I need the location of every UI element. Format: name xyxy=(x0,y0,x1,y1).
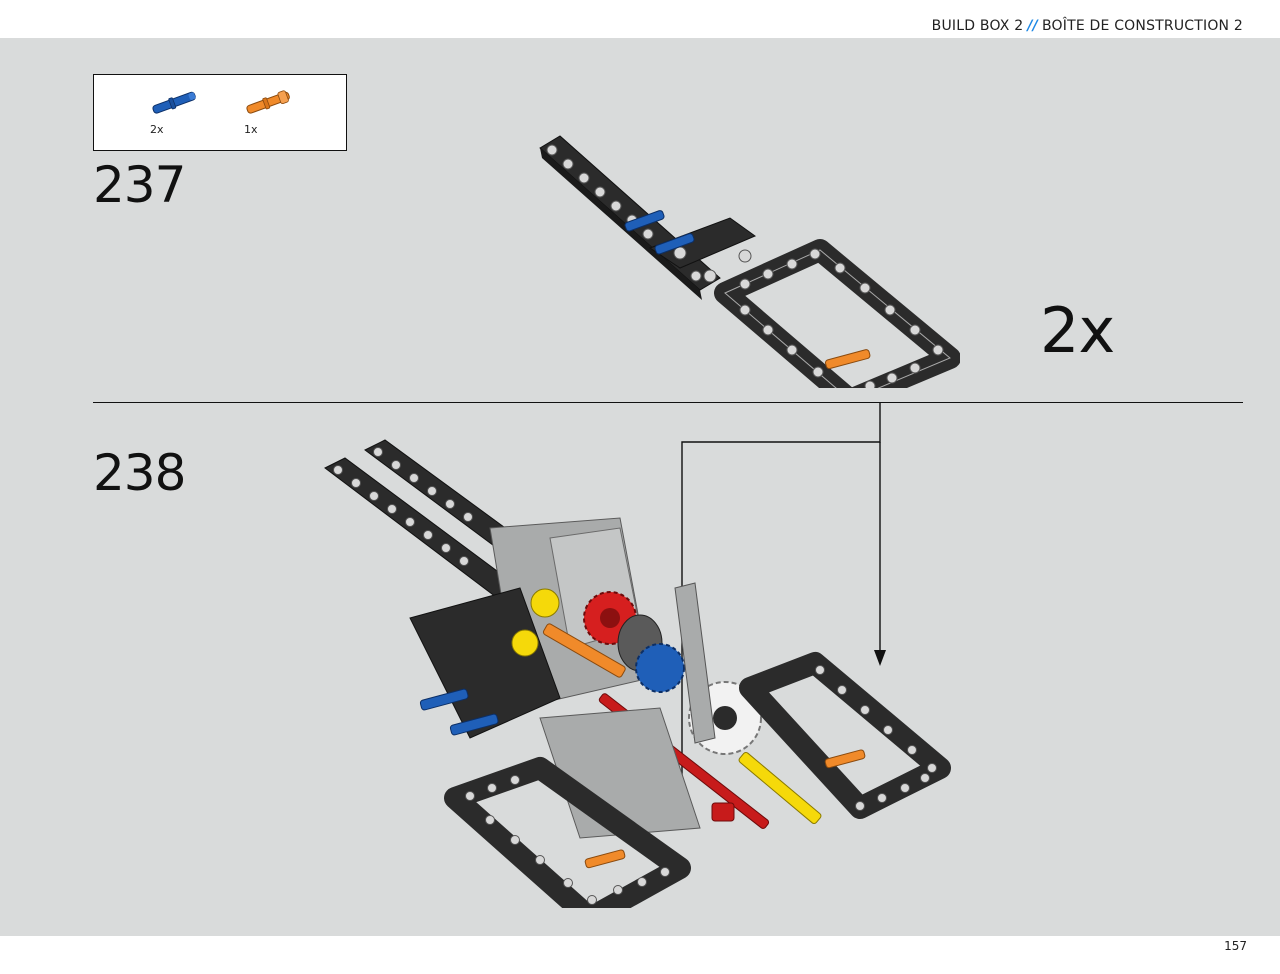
instruction-canvas: 2x 1x 237 xyxy=(0,38,1280,936)
blue-pin-icon xyxy=(152,91,196,114)
step-divider xyxy=(93,402,1243,404)
parts-list-box: 2x 1x xyxy=(93,74,347,151)
step-238-model-illustration xyxy=(324,439,951,908)
step-237-multiplier: 2x xyxy=(1040,294,1115,367)
step-237-model-illustration xyxy=(539,135,960,388)
page-number: 157 xyxy=(1224,939,1247,953)
part-qty: 1x xyxy=(244,123,258,136)
part-orange-pin: 1x xyxy=(240,87,310,137)
header-separator: // xyxy=(1027,18,1038,34)
part-qty: 2x xyxy=(150,123,164,136)
header-title: BUILD BOX 2//BOÎTE DE CONSTRUCTION 2 xyxy=(932,18,1243,34)
orange-pin-icon xyxy=(246,90,290,114)
header-title-fr: BOÎTE DE CONSTRUCTION 2 xyxy=(1041,18,1243,34)
step-number-238: 238 xyxy=(93,444,186,502)
header-title-en: BUILD BOX 2 xyxy=(931,18,1024,34)
part-blue-pin: 2x xyxy=(146,87,216,137)
page-footer: 157 xyxy=(0,936,1280,974)
step-number-237: 237 xyxy=(93,156,186,214)
page-header: BUILD BOX 2//BOÎTE DE CONSTRUCTION 2 xyxy=(0,0,1280,38)
